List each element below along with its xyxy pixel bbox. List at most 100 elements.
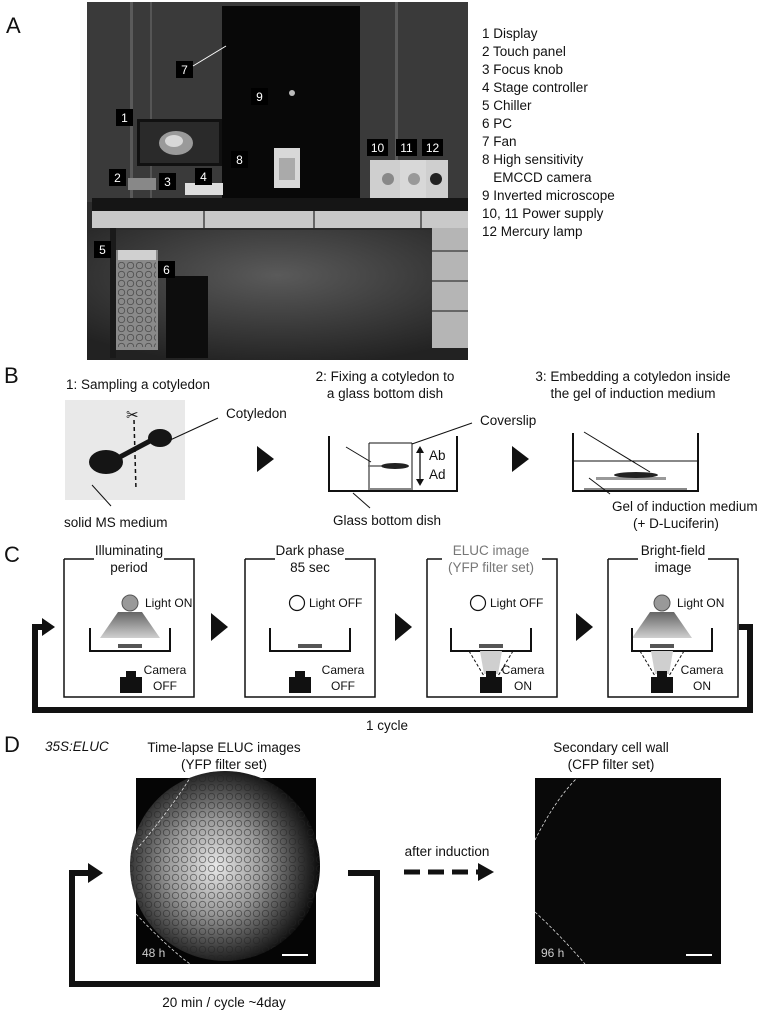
legend-item: 8 High sensitivity [482,152,584,167]
legend-item: 10, 11 Power supply [482,206,604,221]
left-image-title: Time-lapse ELUC images [147,740,301,755]
light-state-label: Light ON [677,596,724,610]
step-arrow-icon [211,613,228,641]
component-legend: 1 Display 2 Touch panel 3 Focus knob 4 S… [482,26,615,239]
gel-dish-diagram [572,431,699,495]
callout-4: 4 [195,168,212,185]
phase-title: Dark phase [275,543,344,558]
camera-label: Camera [681,663,724,677]
legend-item: 1 Display [482,26,538,41]
camera-state-label: ON [693,679,711,693]
right-image-subtitle: (CFP filter set) [568,757,655,772]
svg-text:11: 11 [400,141,413,155]
legend-item: 4 Stage controller [482,80,588,95]
callout-9: 9 [251,88,268,105]
svg-text:12: 12 [426,141,440,155]
callout-5: 5 [94,241,111,258]
left-image-subtitle: (YFP filter set) [181,757,267,772]
bulb-on-icon [121,594,139,612]
label-coverslip: Coverslip [480,413,536,428]
callout-12: 12 [422,139,443,156]
svg-text:3: 3 [164,175,171,189]
label-one-cycle: 1 cycle [366,718,408,733]
callout-2: 2 [109,169,126,186]
bulb-on-icon [653,594,671,612]
camera-icon [480,671,502,693]
camera-state-label: OFF [331,679,355,693]
genotype-label: 35S:ELUC [45,739,109,754]
timelapse-loop-line [69,870,380,987]
legend-item: 5 Chiller [482,98,532,113]
label-glass-bottom-dish: Glass bottom dish [333,513,441,528]
camera-label: Camera [502,663,545,677]
callout-6: 6 [158,261,175,278]
left-timepoint: 48 h [142,946,165,960]
emission-cone [651,651,673,674]
legend-item: 12 Mercury lamp [482,224,583,239]
emission-cone [480,651,502,674]
right-timepoint: 96 h [541,946,564,960]
phase-subtitle: image [655,560,692,575]
camera-state-label: ON [514,679,532,693]
svg-text:9: 9 [256,90,263,104]
label-ab: Ab [429,448,446,463]
step1-title: 1: Sampling a cotyledon [66,377,210,392]
callout-8: 8 [231,151,248,168]
callout-11: 11 [396,139,417,156]
label-solid-ms-medium: solid MS medium [64,515,168,530]
phase-subtitle: period [110,560,148,575]
camera-icon [289,671,311,693]
step-arrow-icon [257,446,274,472]
callout-10: 10 [367,139,388,156]
panel-letter-a: A [6,13,21,38]
panel-letter-b: B [4,363,19,388]
light-beam [632,612,692,638]
step3-title-line2: the gel of induction medium [550,386,715,401]
phase-box-bright-field: Bright-field image Light ON Camera ON [607,543,739,698]
step-arrow-icon [576,613,593,641]
phase-title: Bright-field [641,543,706,558]
svg-text:1: 1 [121,111,128,125]
light-state-label: Light OFF [309,596,362,610]
light-beam [100,612,160,638]
step-arrow-icon [512,446,529,472]
label-ad: Ad [429,467,446,482]
callout-7: 7 [176,45,227,78]
legend-item: 7 Fan [482,134,517,149]
light-state-label: Light OFF [490,596,543,610]
phase-title: ELUC image [453,543,530,558]
right-image-title: Secondary cell wall [553,740,669,755]
label-d-luciferin: (+ D-Luciferin) [633,516,719,531]
phase-box-illuminating: Illuminating period Light ON Camera OFF [63,543,195,698]
camera-label: Camera [322,663,365,677]
induction-arrow-head-icon [478,863,494,881]
callout-1: 1 [116,109,133,126]
svg-text:4: 4 [200,170,207,184]
label-cotyledon: Cotyledon [226,406,287,421]
eluc-micrograph [130,771,320,965]
scissors-icon: ✂ [126,407,139,424]
svg-text:10: 10 [371,141,385,155]
after-induction-label: after induction [405,844,490,859]
step2-title-line1: 2: Fixing a cotyledon to [316,369,455,384]
svg-text:8: 8 [236,153,243,167]
panel-letter-c: C [4,542,20,567]
cycle-arrow-icon [42,618,55,636]
svg-text:2: 2 [114,171,121,185]
phase-subtitle: 85 sec [290,560,330,575]
bulb-off-icon [288,594,306,612]
legend-item: 9 Inverted microscope [482,188,615,203]
legend-item: EMCCD camera [482,170,592,185]
svg-text:5: 5 [99,243,106,257]
step2-title-line2: a glass bottom dish [327,386,443,401]
cotyledon-photo [65,400,185,500]
svg-text:7: 7 [181,63,188,77]
step-arrow-icon [395,613,412,641]
cell-wall-micrograph [534,777,721,965]
legend-item: 2 Touch panel [482,44,566,59]
legend-item: 6 PC [482,116,512,131]
camera-icon [120,671,142,693]
legend-item: 3 Focus knob [482,62,563,77]
glass-bottom-dish-diagram [328,436,458,492]
phase-subtitle: (YFP filter set) [448,560,534,575]
